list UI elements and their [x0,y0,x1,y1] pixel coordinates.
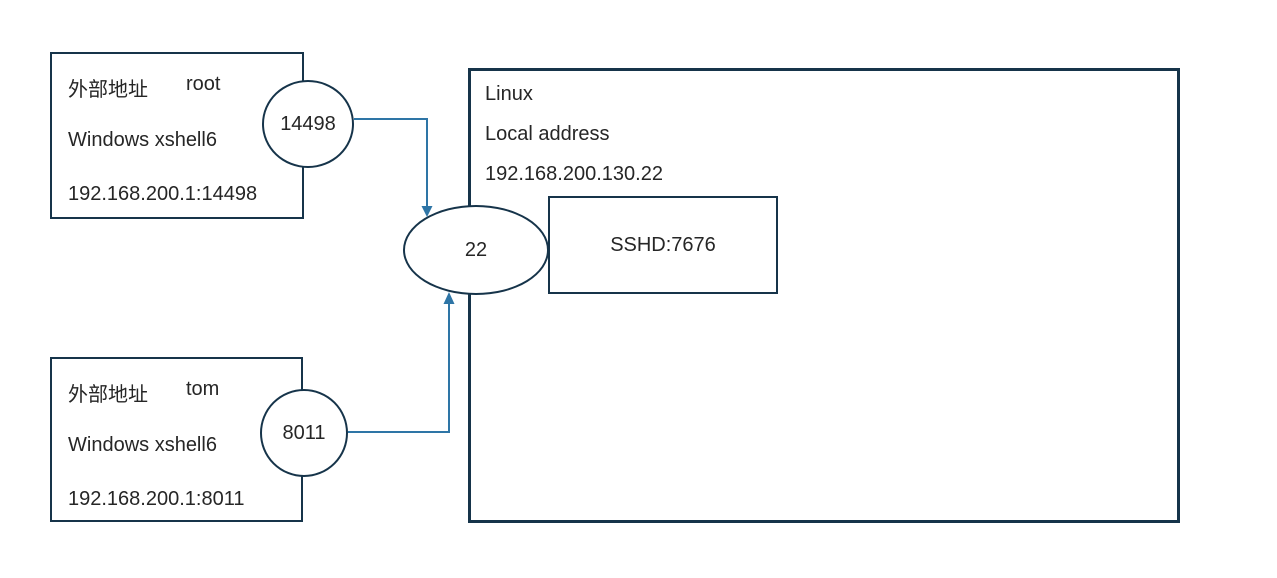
server-box-linux: Linux Local address 192.168.200.130.22 [468,68,1180,523]
client-tom-title: 外部地址 tom [68,378,291,407]
listen-port-value: 22 [464,238,488,261]
source-port-value: 8011 [282,421,326,444]
client-platform: Windows xshell6 [68,434,217,456]
source-port-value: 14498 [280,112,336,135]
client-platform: Windows xshell6 [68,129,217,151]
client-address: 192.168.200.1:14498 [68,183,258,205]
connection-arrow-root-to-22 [354,118,433,217]
client-box-root: 外部地址 root Windows xshell6 192.168.200.1:… [50,52,304,219]
source-port-circle-root: 14498 [262,80,354,168]
sshd-process-label: SSHD:7676 [610,233,716,256]
external-address-label: 外部地址 [68,79,148,101]
external-address-label: 外部地址 [68,384,148,406]
connection-arrow-tom-to-22 [348,292,455,433]
server-address: 192.168.200.130.22 [485,163,663,185]
client-username: tom [186,378,220,400]
client-root-title: 外部地址 root [68,73,292,102]
server-address-label: Local address [485,123,610,145]
listen-port-ellipse: 22 [403,205,549,295]
server-os-label: Linux [485,83,533,105]
client-username: root [186,73,221,95]
sshd-process-box: SSHD:7676 [548,196,778,294]
client-address: 192.168.200.1:8011 [68,488,245,510]
source-port-circle-tom: 8011 [260,389,348,477]
